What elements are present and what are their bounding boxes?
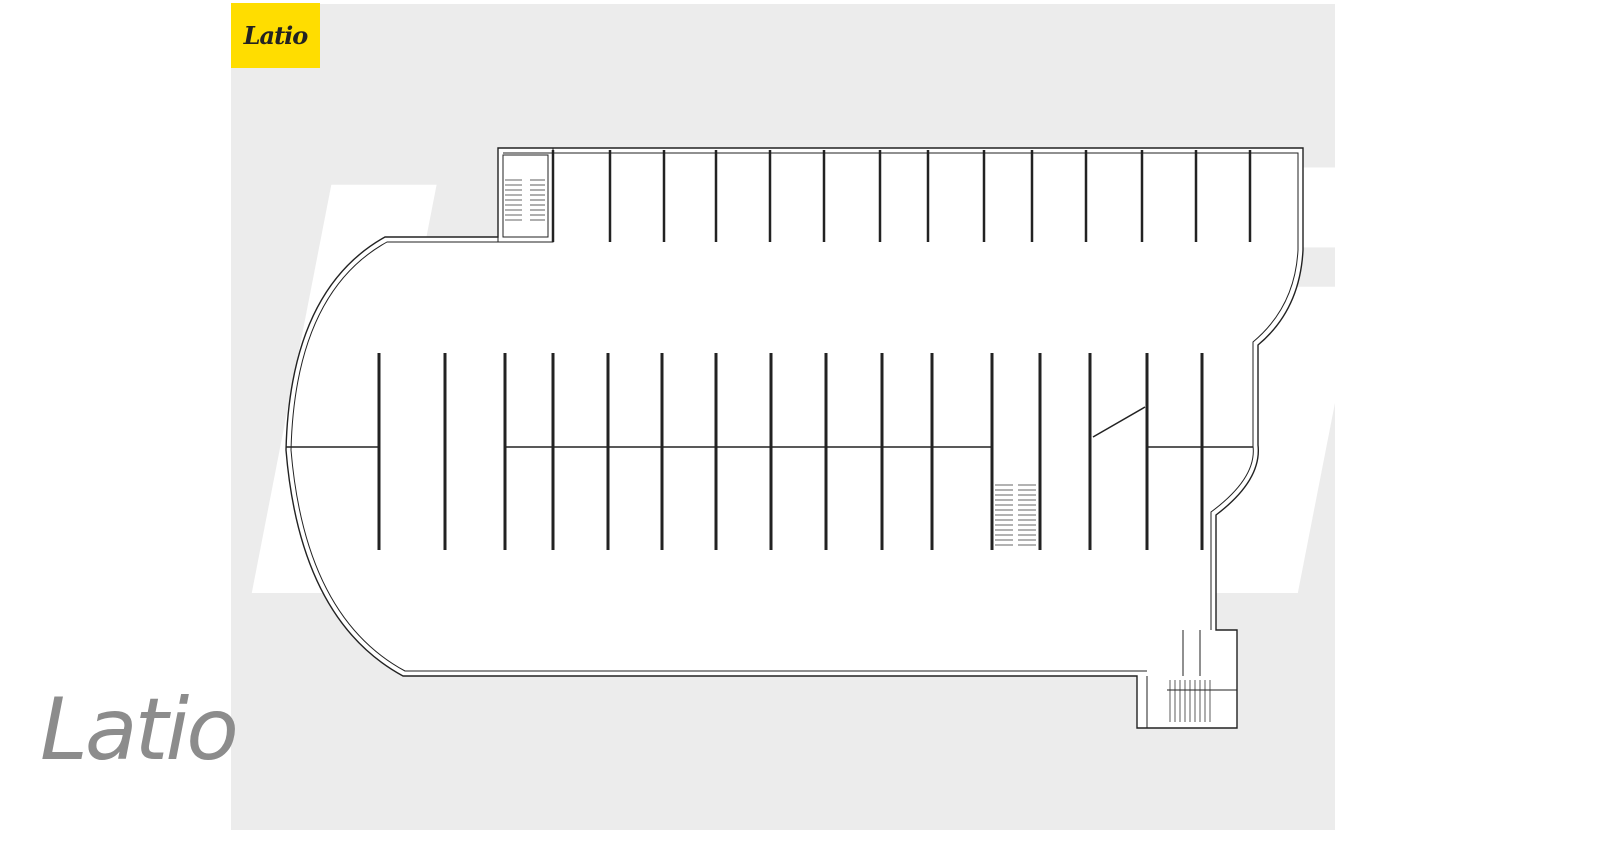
latio-logo-badge: Latio bbox=[231, 3, 320, 68]
corner-logo: Latio bbox=[40, 680, 239, 780]
parking-outline bbox=[285, 147, 1304, 729]
logo-text: Latio bbox=[243, 21, 309, 50]
